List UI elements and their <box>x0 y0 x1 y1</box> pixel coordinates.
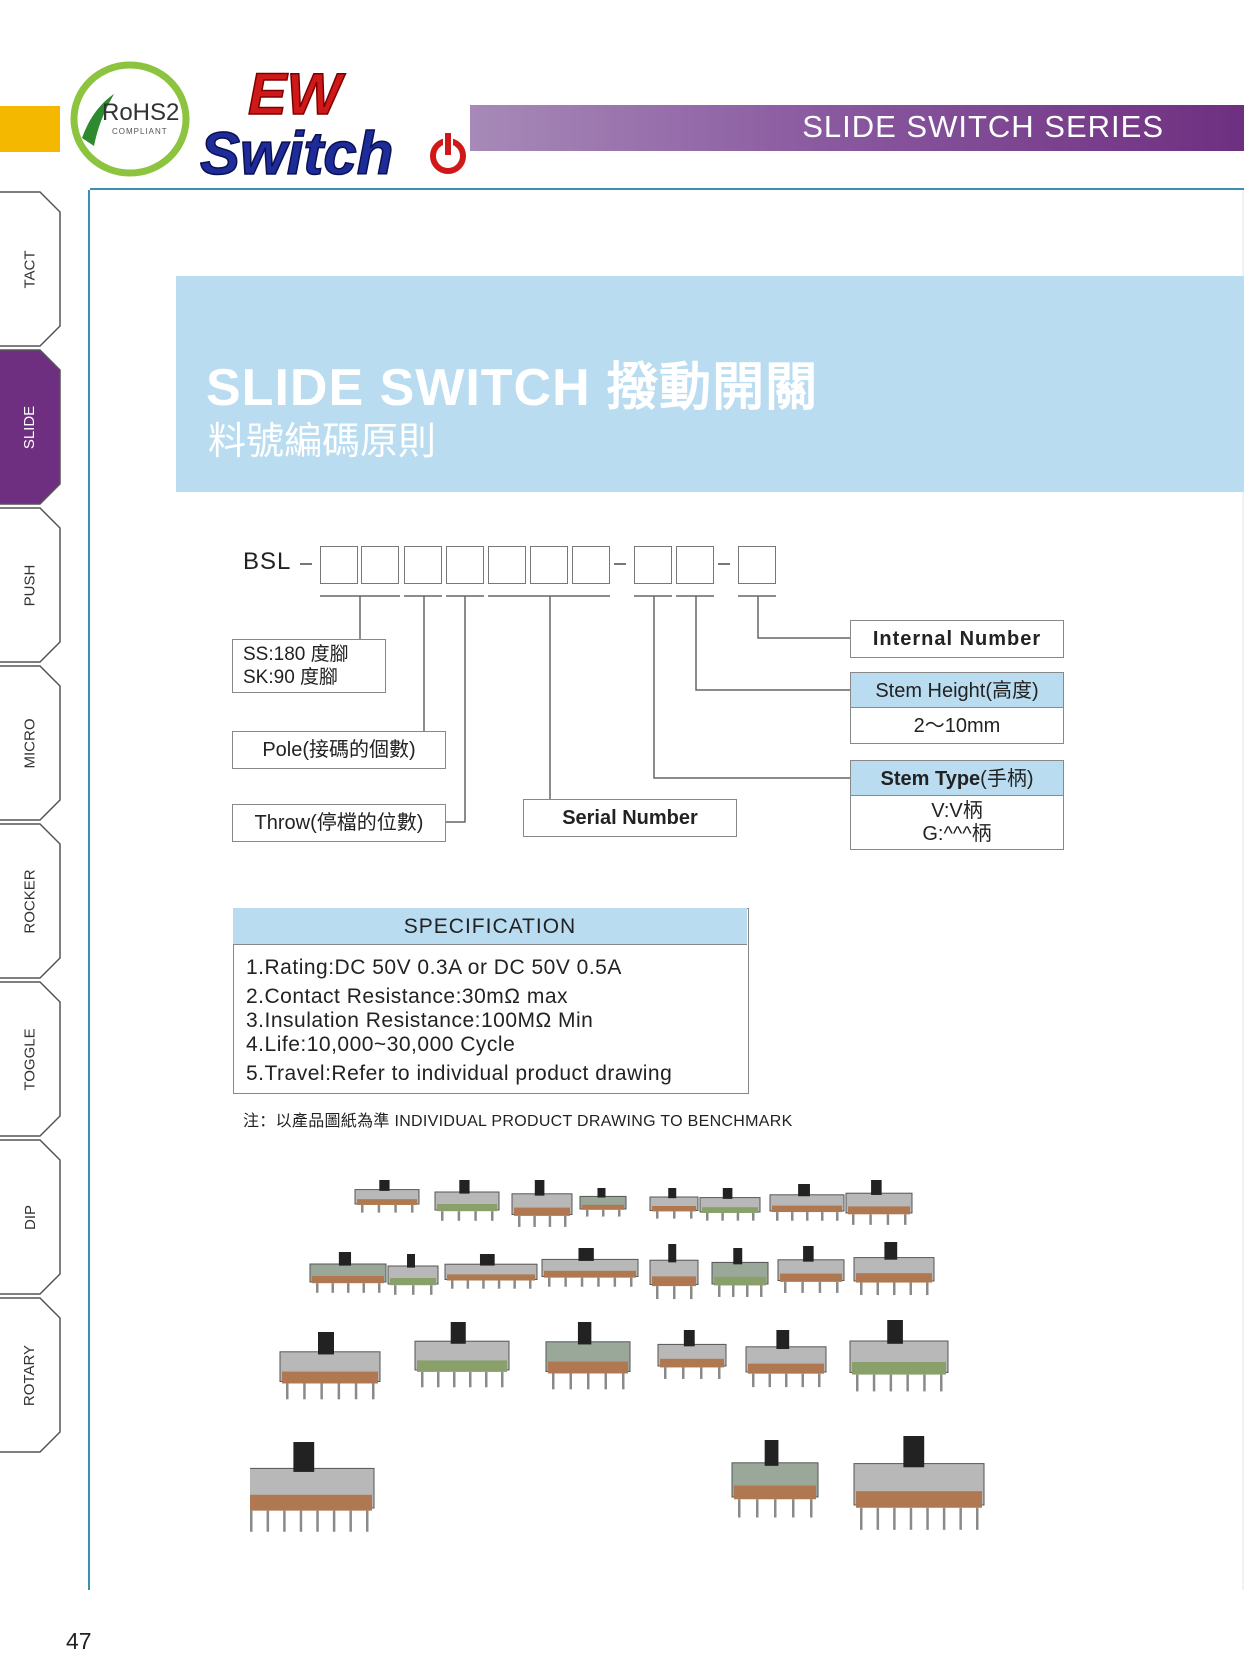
tab-shape <box>0 507 61 663</box>
stem-type-values: V:V柄 G:^^^柄 <box>851 796 1063 846</box>
power-icon <box>430 131 466 174</box>
tab-shape <box>0 1297 61 1453</box>
code-box <box>320 546 358 584</box>
slide-switch-image <box>731 1440 819 1518</box>
slide-switch-image <box>769 1184 845 1221</box>
stem-type-header: Stem Type(手柄) <box>851 761 1063 796</box>
stem-type-box: Stem Type(手柄) V:V柄 G:^^^柄 <box>850 760 1064 850</box>
code-dash <box>300 563 312 565</box>
code-box <box>361 546 399 584</box>
slide-switch-image <box>649 1244 699 1300</box>
tab-shape <box>0 665 61 821</box>
slide-switch-image <box>309 1252 387 1293</box>
slide-switch-image <box>745 1330 827 1388</box>
slide-switch-image <box>250 1442 375 1532</box>
code-box <box>738 546 776 584</box>
product-photo <box>250 1180 985 1532</box>
mount-type-ss: SS:180 度腳 <box>243 644 349 665</box>
page-title: SLIDE SWITCH 撥動開關 <box>206 359 819 417</box>
slide-switch-image <box>414 1322 510 1388</box>
slide-switch-image <box>845 1180 913 1225</box>
stem-type-title: Stem Type <box>880 768 981 790</box>
internal-number-box: Internal Number <box>850 620 1064 658</box>
sidebar-tab-tact[interactable]: TACT <box>0 190 62 348</box>
brand-ew: EW <box>248 62 346 127</box>
stem-height-value: 2～10mm <box>913 715 1001 737</box>
pole-box: Pole(接碼的個數) <box>232 731 446 769</box>
code-box <box>530 546 568 584</box>
code-dash <box>614 563 626 565</box>
slide-switch-image <box>777 1246 845 1293</box>
sidebar-tab-rotary[interactable]: ROTARY <box>0 1296 62 1454</box>
stem-type-g: G:^^^柄 <box>922 823 992 845</box>
frame-rule <box>88 190 90 1590</box>
tab-shape <box>0 191 61 347</box>
slide-switch-image <box>387 1254 439 1295</box>
rohs-compliant-text: COMPLIANT <box>112 127 168 136</box>
tab-shape <box>0 1139 61 1295</box>
sidebar-tab-micro[interactable]: MICRO <box>0 664 62 822</box>
slide-switch-image <box>545 1322 631 1390</box>
spec-item: 1.Rating:DC 50V 0.3A or DC 50V 0.5A <box>246 956 622 979</box>
frame-rule-right <box>1242 190 1244 1590</box>
stem-height-title: Stem Height(高度) <box>851 673 1063 708</box>
slide-switch-image <box>711 1248 769 1297</box>
header-rule <box>90 188 1244 190</box>
slide-switch-image <box>511 1180 573 1227</box>
stem-type-v: V:V柄 <box>931 800 983 822</box>
sidebar-tab-rocker[interactable]: ROCKER <box>0 822 62 980</box>
slide-switch-image <box>444 1254 538 1289</box>
specification-title: SPECIFICATION <box>233 908 747 945</box>
rohs-logo: RoHS2 COMPLIANT <box>70 61 190 177</box>
mount-type-box: SS:180 度腳 SK:90 度腳 <box>232 639 386 693</box>
tab-shape <box>0 823 61 979</box>
spec-item: 2.Contact Resistance:30mΩ max <box>246 985 568 1008</box>
page-subtitle: 料號編碼原則 <box>208 421 437 463</box>
slide-switch-image <box>699 1188 761 1221</box>
slide-switch-image <box>434 1180 500 1221</box>
tab-shape <box>0 981 61 1137</box>
slide-switch-image <box>853 1242 935 1296</box>
code-box <box>446 546 484 584</box>
sidebar-tab-push[interactable]: PUSH <box>0 506 62 664</box>
brand-logo: EW Switch <box>199 62 466 182</box>
series-title: SLIDE SWITCH SERIES <box>802 109 1164 144</box>
stem-type-title-cn: (手柄) <box>980 768 1034 790</box>
slide-switch-image <box>579 1188 627 1217</box>
slide-switch-image <box>849 1320 949 1392</box>
accent-bar <box>0 106 60 152</box>
spec-item: 4.Life:10,000~30,000 Cycle <box>246 1033 516 1056</box>
sidebar-tab-dip[interactable]: DIP <box>0 1138 62 1296</box>
rohs-text: RoHS2 <box>102 99 179 126</box>
serial-number-box: Serial Number <box>523 799 737 837</box>
brand-switch: Switch <box>200 120 393 182</box>
series-band: SLIDE SWITCH SERIES <box>470 105 1244 151</box>
code-box <box>488 546 526 584</box>
code-box <box>404 546 442 584</box>
stem-height-box: Stem Height(高度) 2～10mm <box>850 672 1064 744</box>
spec-item: 5.Travel:Refer to individual product dra… <box>246 1062 673 1085</box>
slide-switch-image <box>354 1180 420 1213</box>
page-number: 47 <box>66 1628 92 1654</box>
sidebar-tab-slide[interactable]: SLIDE <box>0 348 62 506</box>
code-box <box>634 546 672 584</box>
slide-switch-image <box>279 1332 381 1400</box>
slide-switch-image <box>541 1248 639 1287</box>
code-box <box>572 546 610 584</box>
code-dash <box>718 563 730 565</box>
tab-shape <box>0 349 61 505</box>
part-code-prefix: BSL <box>243 548 292 575</box>
slide-switch-image <box>853 1436 985 1530</box>
benchmark-note: 注：以產品圖紙為準 INDIVIDUAL PRODUCT DRAWING TO … <box>243 1113 793 1130</box>
slide-switch-image <box>649 1188 699 1219</box>
code-box <box>676 546 714 584</box>
title-banner <box>176 276 1244 492</box>
mount-type-sk: SK:90 度腳 <box>243 667 339 688</box>
throw-box: Throw(停檔的位數) <box>232 804 446 842</box>
slide-switch-image <box>657 1330 727 1379</box>
sidebar-tab-toggle[interactable]: TOGGLE <box>0 980 62 1138</box>
spec-item: 3.Insulation Resistance:100MΩ Min <box>246 1009 594 1032</box>
